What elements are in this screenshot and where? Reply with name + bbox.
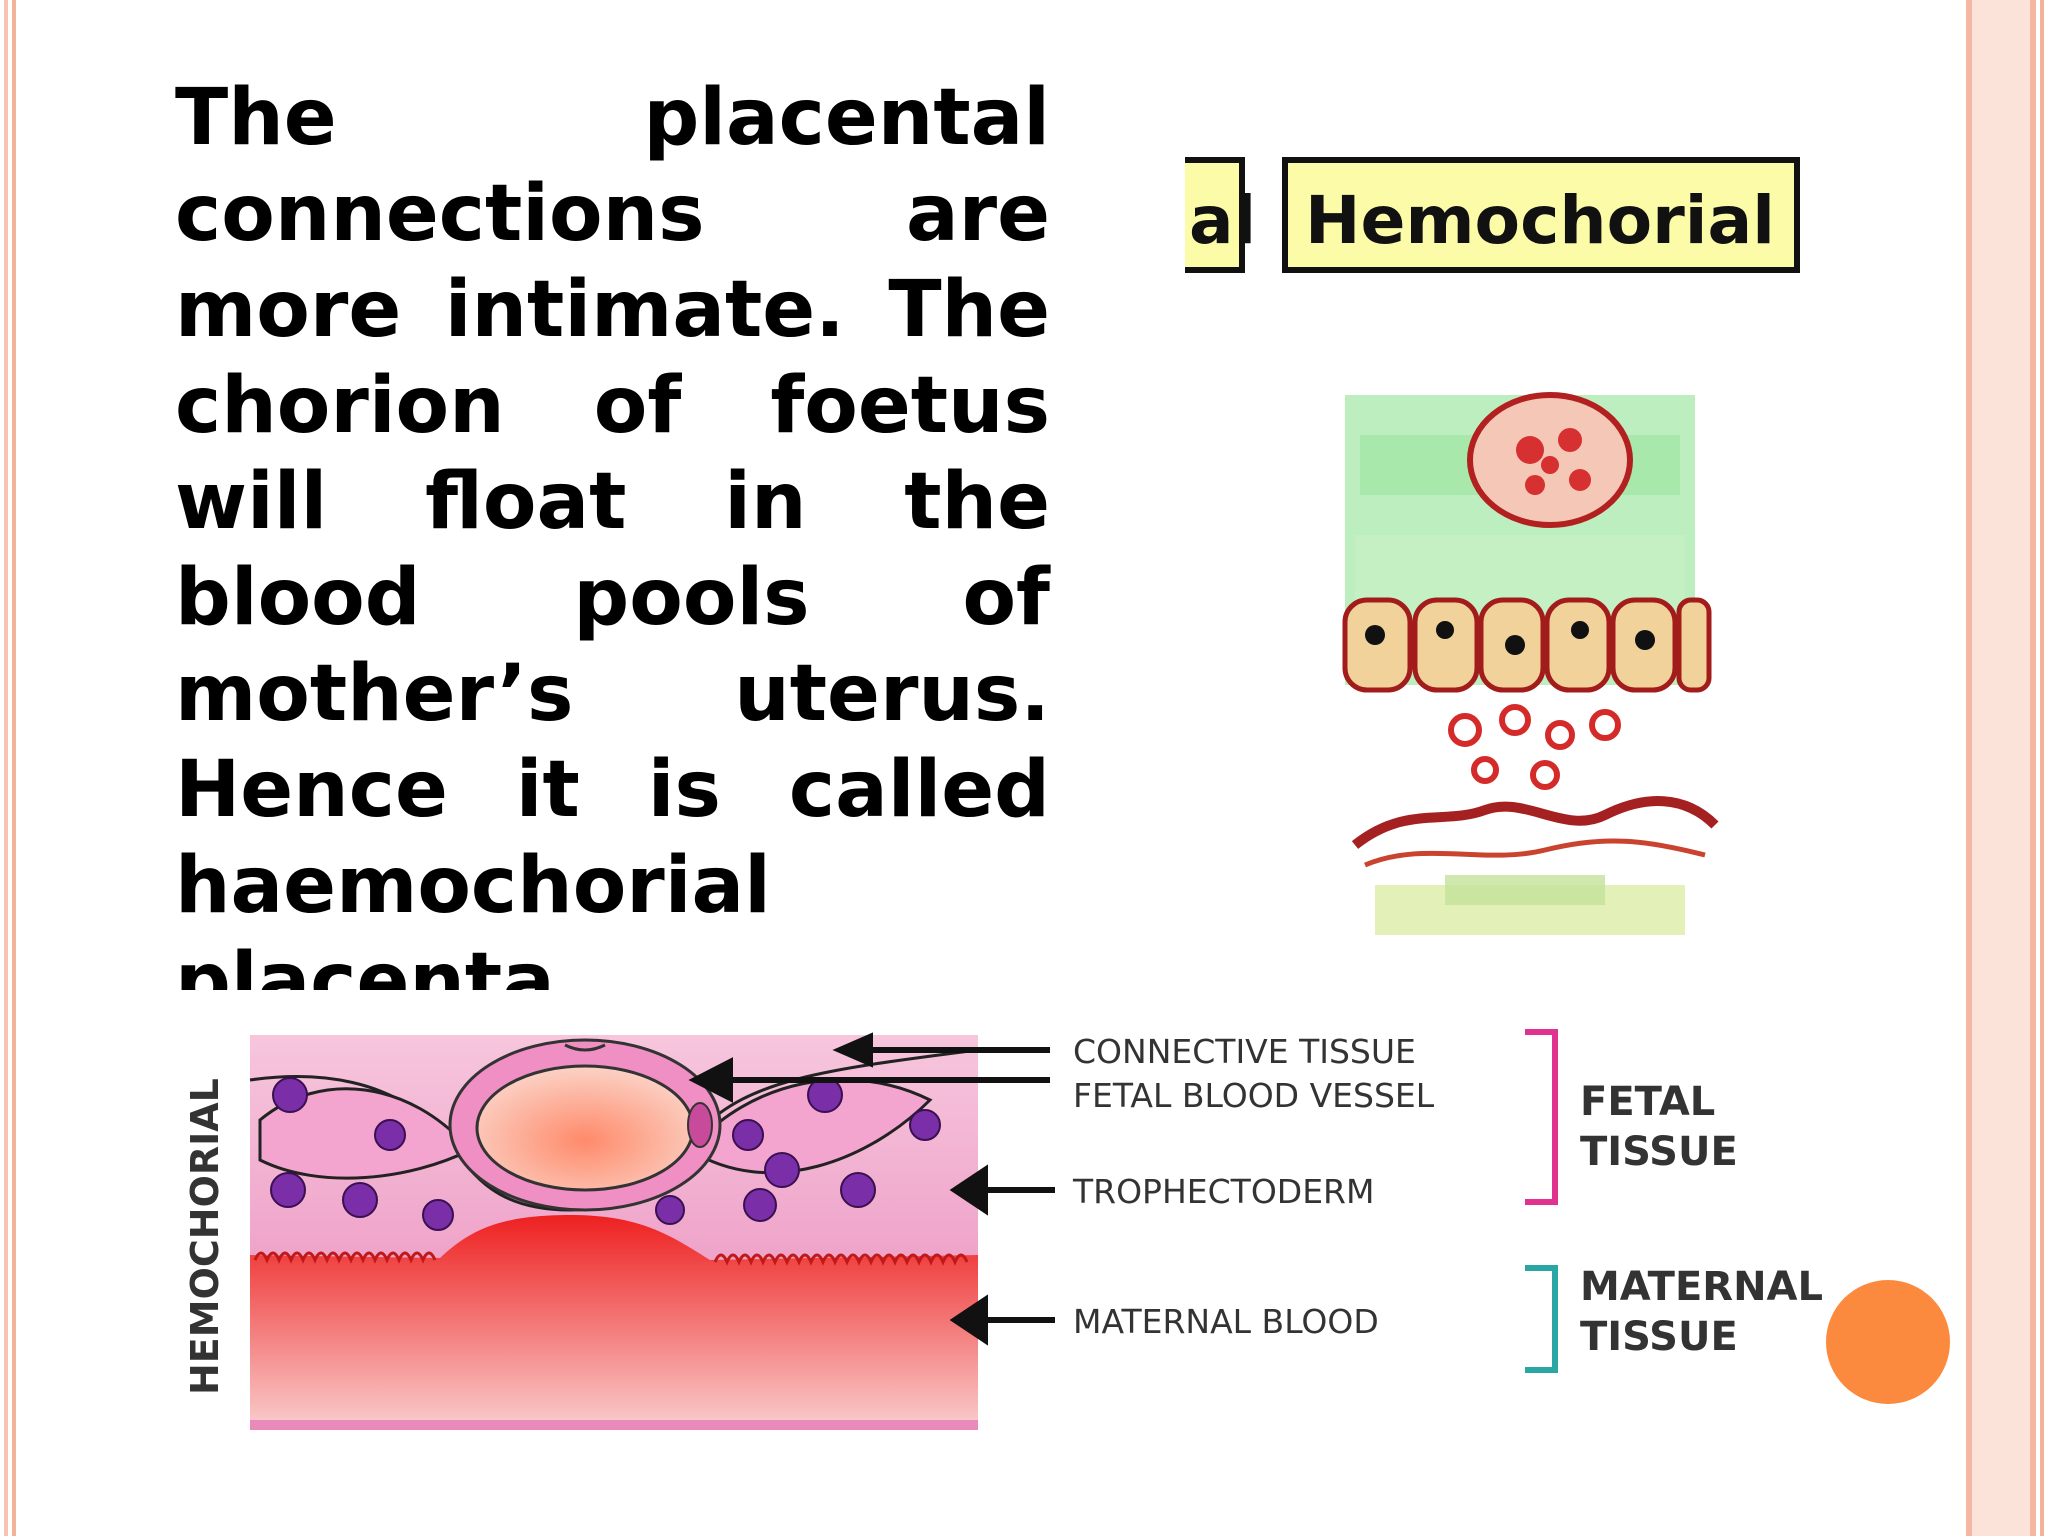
fetal-group-label-1: FETAL <box>1580 1079 1715 1125</box>
partial-label-text: al <box>1189 182 1256 259</box>
fetal-blood-vessel-label: FETAL BLOOD VESSEL <box>1073 1076 1435 1115</box>
slide-right-border <box>1966 0 2048 1536</box>
hemochorial-side-label: HEMOCHORIAL <box>183 1078 227 1395</box>
maternal-tissue-sketch <box>1351 796 1719 849</box>
trophectoderm-label: TROPHECTODERM <box>1072 1172 1374 1211</box>
microvilli <box>253 1251 969 1266</box>
body-text-area: The placental connections are more intim… <box>170 60 1070 990</box>
hemochorial-diagram: HEMOCHORIAL CONNECTIVE TISSUE FETAL BLOO… <box>170 1010 1830 1450</box>
trophoblast-cells-sketch <box>1342 597 1712 693</box>
connective-tissue-label: CONNECTIVE TISSUE <box>1073 1032 1416 1071</box>
hemochorial-label-box <box>1282 157 1800 273</box>
fetal-group-label-2: TISSUE <box>1580 1129 1738 1175</box>
maternal-group-label-1: MATERNAL <box>1580 1264 1823 1310</box>
hemochorial-label-text: Hemochorial <box>1305 182 1775 259</box>
maternal-tissue-bracket <box>1525 1265 1558 1373</box>
maternal-group-label-2: TISSUE <box>1580 1314 1738 1360</box>
cell-nuclei <box>270 1077 941 1231</box>
slide-accent-dot <box>1826 1280 1950 1404</box>
hemochorial-sketch-figure: al Hemochorial <box>1185 105 1805 995</box>
fetal-tissue-bracket <box>1525 1029 1558 1205</box>
body-paragraph: The placental connections are more intim… <box>175 73 1050 990</box>
maternal-blood-label: MATERNAL BLOOD <box>1073 1302 1379 1341</box>
slide-left-border <box>0 0 22 1536</box>
partial-label-box <box>1185 157 1245 273</box>
maternal-blood-region <box>250 1215 978 1420</box>
